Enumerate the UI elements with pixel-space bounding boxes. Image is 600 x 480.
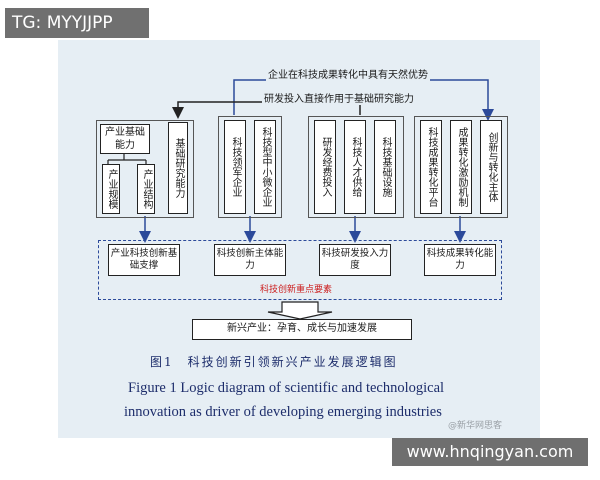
top-left-tag: TG: MYYJJPP [5, 8, 149, 38]
key-elements-region [98, 240, 502, 300]
industry-scale-box: 产业规模 [102, 164, 120, 214]
innovation-subject-box: 创新与转化主体 [480, 120, 502, 214]
group-enterprises [218, 116, 282, 218]
sme-box: 科技型中小微企业 [254, 120, 276, 214]
watermark-text: @新华网思客 [448, 421, 503, 431]
caption-english-line-2: innovation as driver of developing emerg… [124, 404, 442, 420]
industry-basic-capacity-box: 产业基础能力 [100, 124, 150, 154]
mid-box-industry-support: 产业科技创新基础支撑 [108, 244, 180, 276]
transformation-platform-box: 科技成果转化平台 [420, 120, 442, 214]
group-industry-basis [96, 120, 194, 218]
emerging-industry-box: 新兴产业：孕育、成长与加速发展 [192, 319, 412, 340]
caption-english-line-1: Figure 1 Logic diagram of scientific and… [128, 380, 445, 396]
talent-supply-box: 科技人才供给 [344, 120, 366, 214]
top-label-advantage: 企业在科技成果转化中具有天然优势 [266, 66, 430, 81]
group-transformation [414, 116, 508, 218]
group-rd-input [308, 116, 404, 218]
key-elements-label: 科技创新重点要素 [260, 285, 333, 295]
rd-funding-box: 研发经费投入 [314, 120, 336, 214]
mid-box-transformation-capacity: 科技成果转化能力 [424, 244, 496, 276]
mid-box-rd-intensity: 科技研发投入力度 [319, 244, 391, 276]
caption-chinese: 图1 科技创新引领新兴产业发展逻辑图 [150, 355, 398, 369]
basic-research-box: 基础研究能力 [168, 122, 188, 214]
industry-structure-box: 产业结构 [137, 164, 155, 214]
leading-enterprise-box: 科技领军企业 [224, 120, 246, 214]
bottom-right-tag: www.hnqingyan.com [392, 438, 588, 466]
top-label-rd-input: 研发投入直接作用于基础研究能力 [262, 90, 416, 105]
infrastructure-box: 科技基础设施 [374, 120, 396, 214]
incentive-mechanism-box: 成果转化激励机制 [450, 120, 472, 214]
mid-box-subject-capacity: 科技创新主体能力 [214, 244, 286, 276]
